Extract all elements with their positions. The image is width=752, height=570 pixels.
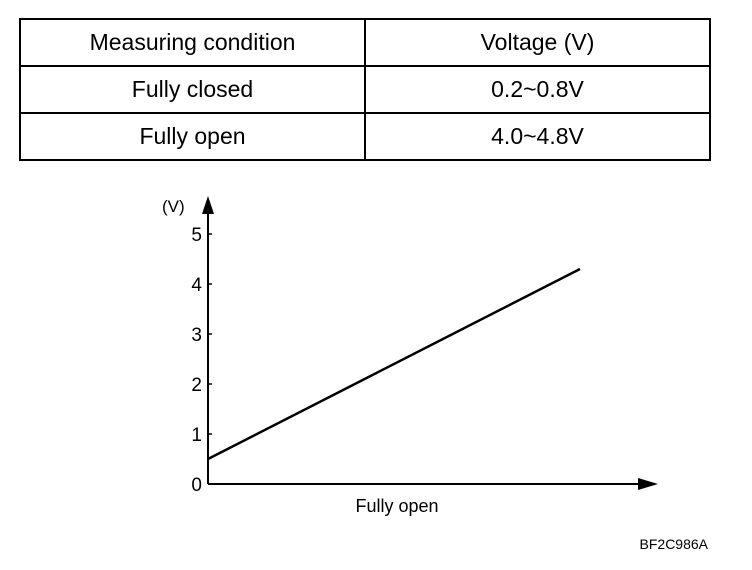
cell-condition: Fully open [19, 112, 366, 161]
series-line [207, 267, 581, 461]
spec-table: Measuring condition Voltage (V) Fully cl… [19, 18, 711, 161]
table-row: Fully closed 0.2~0.8V [19, 65, 711, 114]
chart-plot-area: 0 1 2 3 4 5 (V) Fully open [162, 196, 658, 516]
cell-condition: Fully closed [19, 65, 366, 114]
table-row: Fully open 4.0~4.8V [19, 112, 711, 161]
y-tick-label: 3 [191, 325, 202, 346]
y-tick-label: 2 [191, 375, 202, 396]
x-axis-label: Fully open [355, 496, 438, 516]
table-header-row: Measuring condition Voltage (V) [19, 18, 711, 67]
reference-code: BF2C986A [639, 536, 708, 552]
y-axis-label: (V) [162, 197, 185, 216]
y-tick-label: 1 [191, 425, 202, 446]
y-tick-label: 5 [191, 225, 202, 246]
x-axis-arrow [638, 478, 658, 490]
header-voltage: Voltage (V) [364, 18, 711, 67]
y-axis-arrow [202, 196, 214, 214]
header-measuring-condition: Measuring condition [19, 18, 366, 67]
cell-voltage: 0.2~0.8V [364, 65, 711, 114]
cell-voltage: 4.0~4.8V [364, 112, 711, 161]
y-tick-label: 0 [191, 475, 202, 496]
y-tick-label: 4 [191, 275, 202, 296]
